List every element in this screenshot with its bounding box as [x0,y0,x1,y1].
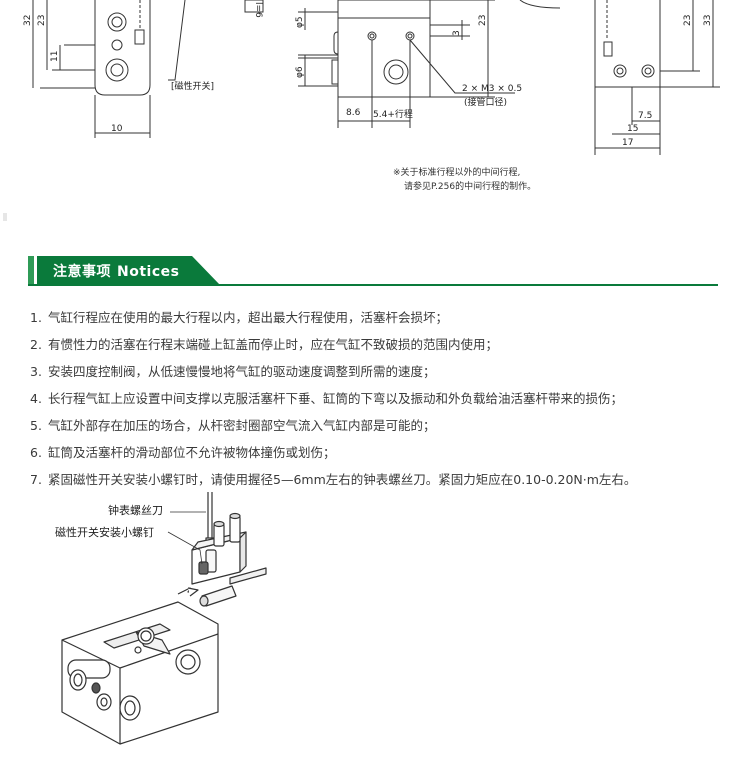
scroll-stub [3,213,7,221]
section-banner [28,256,220,285]
dim-phi6: φ6 [295,66,305,78]
notice-list: 1.气缸行程应在使用的最大行程以内，超出最大行程使用，活塞杆会损坏； 2.有惯性… [30,309,636,498]
notice-item: 7.紧固磁性开关安装小螺钉时，请使用握径5—6mm左右的钟表螺丝刀。紧固力矩应在… [30,472,637,487]
notice-item: 5.气缸外部存在加压的场合，从杆密封圈部空气流入气缸内部是可能的； [30,418,436,433]
dim-23-right: 23 [683,15,693,26]
dim-stroke: 5.4+行程 [373,108,413,120]
dim-8-6: 8.6 [346,108,361,118]
section-title-en: Notices [117,264,180,280]
switch-label: [磁性开关] [171,80,214,92]
dimension-drawing: 32 23 11 10 [磁性开关] l=6 φ5 φ6 3 23 8.6 5.… [23,0,720,155]
dim-33: 33 [703,15,713,26]
notice-item: 4.长行程气缸上应设置中间支撑以克服活塞杆下垂、缸筒的下弯以及振动和外负载给油活… [30,391,624,406]
dim-l6: l=6 [253,2,263,18]
port-sub-label: (接管口径) [464,96,507,108]
notice-item: 6.缸筒及活塞杆的滑动部位不允许被物体撞伤或划伤； [30,445,336,460]
section-title: 注意事项 Notices [53,261,179,281]
notice-item: 3.安装四度控制阀，从低速慢慢地将气缸的驱动速度调整到所需的速度； [30,364,436,379]
drawing-note-line2: 请参见P.256的中间行程的制作。 [404,182,537,192]
dim-23-center: 23 [478,15,488,26]
dim-17: 17 [622,138,633,148]
dim-10: 10 [111,124,123,134]
section-rule [28,284,718,286]
dim-11: 11 [50,51,60,62]
dim-32: 32 [23,15,33,26]
notice-item: 1.气缸行程应在使用的最大行程以内，超出最大行程使用，活塞杆会损坏； [30,310,449,325]
dim-phi5: φ5 [295,16,305,28]
notice-item: 2.有惯性力的活塞在行程末端碰上缸盖而停止时，应在气缸不致破损的范围内使用； [30,337,499,352]
dim-23-left: 23 [37,15,47,26]
dim-3: 3 [452,30,462,36]
banner-accent [28,256,34,285]
drawing-note-line1: ※关于标准行程以外的中间行程, [393,168,521,178]
screw-label: 磁性开关安装小螺钉 [55,525,154,539]
dim-7-5: 7.5 [638,111,652,121]
screwdriver-label: 钟表螺丝刀 [108,503,163,517]
dim-15: 15 [627,124,638,134]
port-label: 2 × M3 × 0.5 [462,84,522,94]
section-title-cn: 注意事项 [53,264,111,280]
switch-installation-illustration: 钟表螺丝刀 磁性开关安装小螺钉 [55,492,267,745]
banner-body [37,256,220,285]
